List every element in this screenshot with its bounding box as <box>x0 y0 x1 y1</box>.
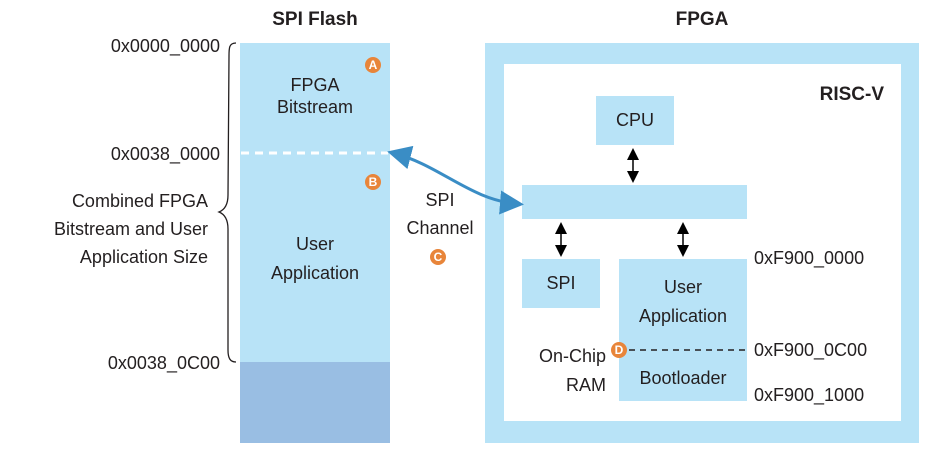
ram-user-application-line2: Application <box>638 306 728 326</box>
fpga-bitstream-line2: Bitstream <box>276 97 354 117</box>
flash-address-user-app: 0x0038_0000 <box>110 144 220 164</box>
brace-label-line2: Bitstream and User <box>53 219 208 239</box>
badge-a: A <box>365 57 381 73</box>
on-chip-ram-block <box>619 259 747 401</box>
size-brace <box>217 42 237 363</box>
fpga-bitstream-region-label: FPGA Bitstream <box>240 74 390 118</box>
user-application-line2: Application <box>270 263 360 283</box>
spi-channel-line2: Channel <box>406 218 474 238</box>
ram-address-bootloader: 0xF900_0C00 <box>754 340 868 360</box>
cpu-block: CPU <box>596 96 674 145</box>
spi-flash-memory <box>240 43 390 362</box>
bootloader-label: Bootloader <box>639 368 727 388</box>
user-application-region-label: User Application <box>240 230 390 288</box>
flash-address-start: 0x0000_0000 <box>110 36 220 56</box>
flash-address-end: 0x0038_0C00 <box>107 353 220 373</box>
spi-flash-title: SPI Flash <box>272 9 358 30</box>
badge-d: D <box>611 342 627 358</box>
badge-b: B <box>365 174 381 190</box>
system-bus <box>522 185 747 219</box>
ram-address-start: 0xF900_0000 <box>754 248 865 268</box>
fpga-bitstream-line1: FPGA <box>290 75 340 95</box>
bus-ram-arrow <box>677 222 689 257</box>
ram-address-end: 0xF900_1000 <box>754 385 865 405</box>
cpu-bus-arrow <box>627 148 639 183</box>
bus-spi-arrow <box>555 222 567 257</box>
spi-channel-arrow <box>387 145 524 215</box>
spi-controller-block: SPI <box>522 259 600 308</box>
on-chip-ram-line2: RAM <box>566 375 606 395</box>
ram-user-application-label: User Application <box>619 273 747 331</box>
brace-label-line1: Combined FPGA <box>71 191 208 211</box>
ram-user-application-line1: User <box>663 277 702 297</box>
user-application-line1: User <box>295 234 334 254</box>
on-chip-ram-line1: On-Chip <box>538 346 606 366</box>
brace-label-line3: Application Size <box>79 247 208 267</box>
risc-v-title: RISC-V <box>819 84 884 105</box>
on-chip-ram-label: On-Chip RAM <box>510 342 606 400</box>
fpga-title: FPGA <box>675 9 729 30</box>
badge-c: C <box>430 249 446 265</box>
spi-flash-unused-region <box>240 362 390 443</box>
brace-label: Combined FPGA Bitstream and User Applica… <box>0 187 208 271</box>
